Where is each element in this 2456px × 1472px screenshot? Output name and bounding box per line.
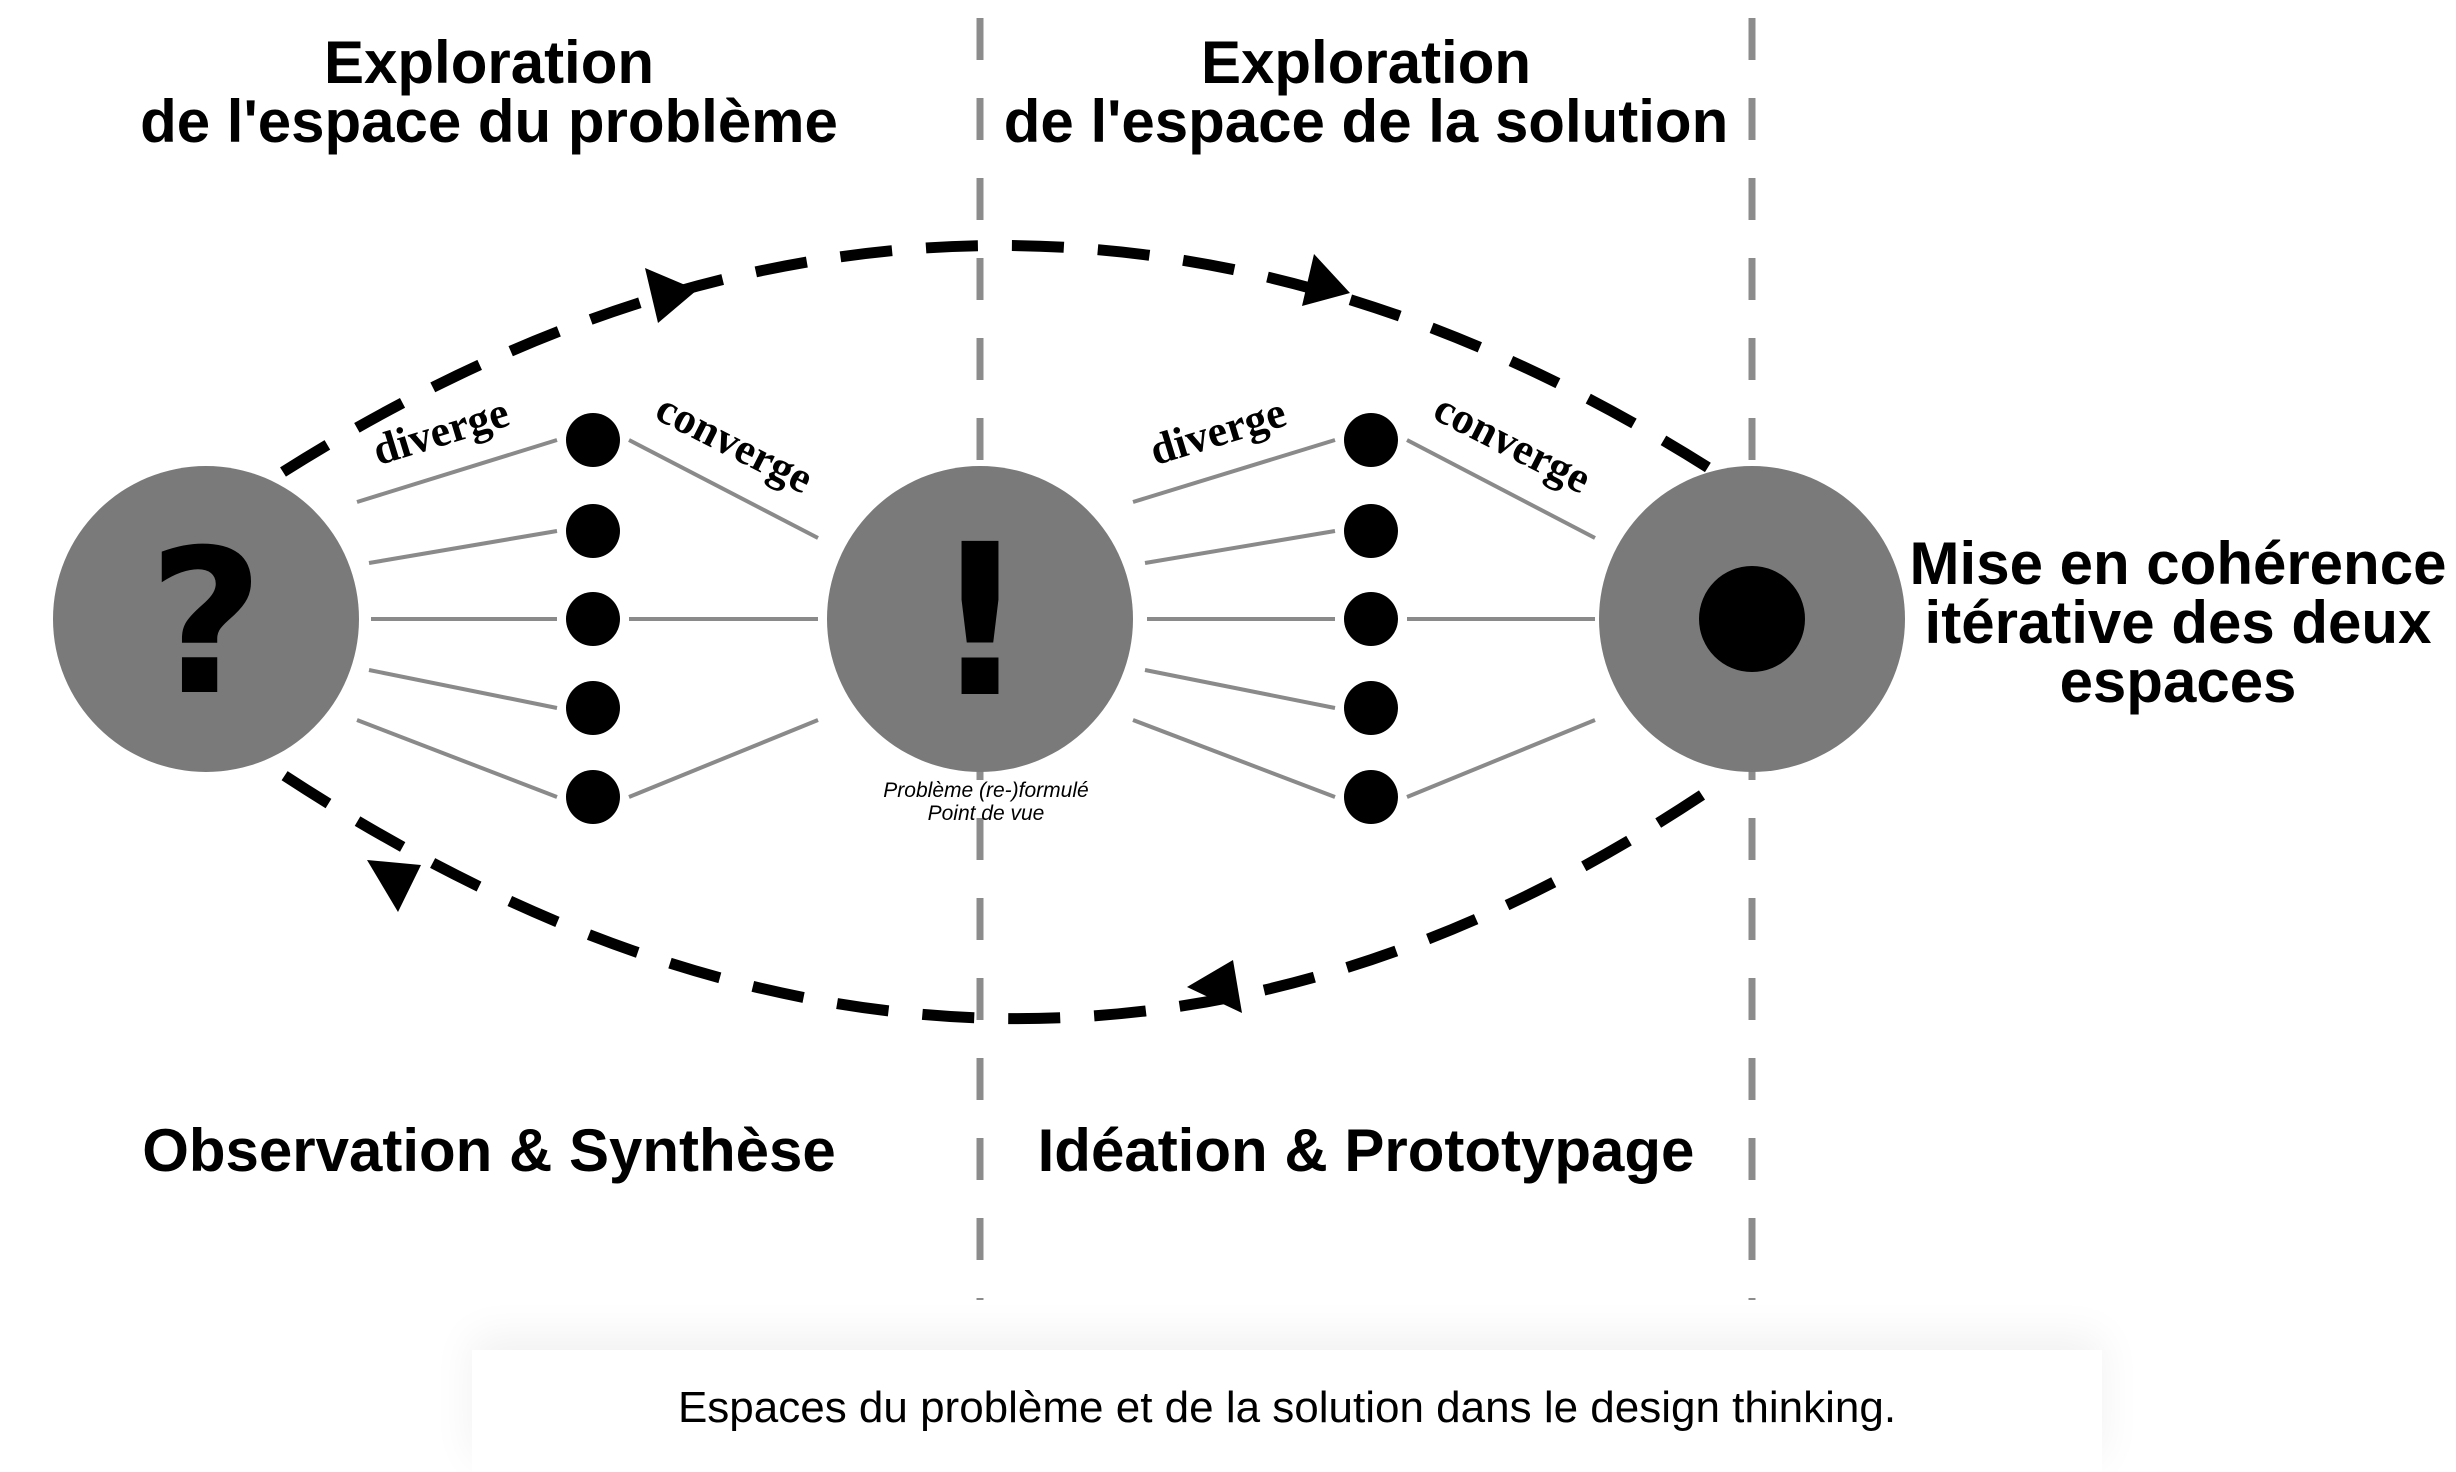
coherence-heading-line3: espaces [2060,648,2297,715]
option-dot [566,770,620,824]
loop-arrowhead-bottom-left [367,860,421,912]
option-dots-solution [1344,413,1398,824]
solution-space-heading-line1: Exploration [1201,29,1531,96]
point-of-view-label: Point de vue [928,802,1045,825]
option-dot [566,681,620,735]
problem-space-heading-line1: Exploration [324,29,654,96]
question-circle [53,466,359,772]
option-dot [1344,681,1398,735]
fan-lines-problem [356,438,819,799]
figure-caption: Espaces du problème et de la solution da… [677,1383,1897,1432]
exclamation-mark-icon: ! [932,499,1028,744]
fan-lines-solution [1132,438,1596,799]
option-dot [1344,770,1398,824]
coherence-heading-line2: itérative des deux [1925,589,2432,656]
option-dot [566,504,620,558]
solution-core-dot [1699,566,1805,672]
option-dot [1344,413,1398,467]
converge-label-problem: converge [648,383,820,503]
option-dot [566,413,620,467]
exclamation-circle [827,466,1133,772]
observation-synthesis-heading: Observation & Synthèse [142,1117,836,1184]
problem-space-heading-line2: de l'espace du problème [140,88,838,155]
converge-label-solution: converge [1426,383,1598,503]
solution-space-heading-line2: de l'espace de la solution [1004,88,1728,155]
loop-arrowhead-top-left [645,268,697,323]
coherence-heading-line1: Mise en cohérence [1910,530,2447,597]
question-mark-icon: ? [148,507,264,740]
ideation-prototyping-heading: Idéation & Prototypage [1038,1117,1695,1184]
reformulated-problem-label: Problème (re-)formulé [883,779,1088,802]
loop-arrowhead-bottom-right [1187,960,1242,1013]
option-dot [566,592,620,646]
option-dot [1344,592,1398,646]
caption-band [472,1350,2102,1472]
option-dots-problem [566,413,620,824]
loop-arrowhead-top-right [1302,254,1350,306]
option-dot [1344,504,1398,558]
